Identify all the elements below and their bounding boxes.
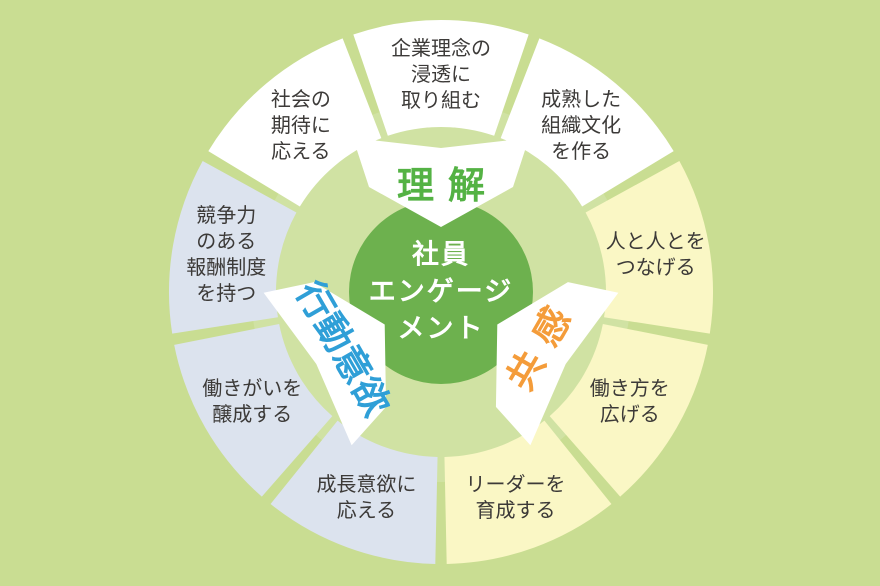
wheel-segment [585,160,713,334]
category-banner-understanding [353,138,529,227]
wheel-segment [444,420,612,564]
wheel-segment [168,160,297,334]
center-circle [349,200,533,384]
wheel-segment [174,324,333,497]
category-banner-empathy [495,282,619,446]
wheel-segment [549,324,708,497]
wheel-segment [353,20,529,136]
wheel-segment [270,420,438,564]
wheel-segment [208,38,382,207]
wheel-segment [500,38,674,207]
category-banner-action-motivation [263,282,387,446]
